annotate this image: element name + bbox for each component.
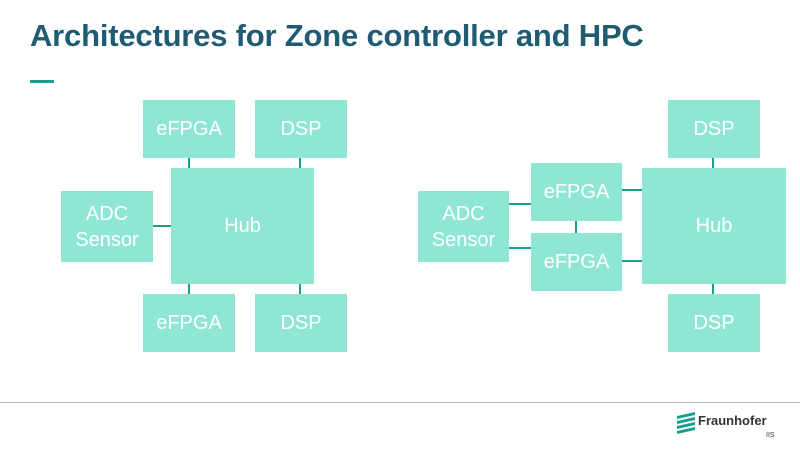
- connector-sensor-efpga-top: [509, 203, 531, 205]
- footer-divider: [0, 402, 800, 403]
- slide-title: Architectures for Zone controller and HP…: [30, 18, 644, 53]
- efpga-block-bottom-label: eFPGA: [156, 312, 222, 334]
- connector-efpga-hub: [188, 158, 190, 168]
- efpga-block-upper-label: eFPGA: [543, 181, 610, 203]
- connector-sensor-hub: [153, 225, 171, 227]
- efpga-block-upper: eFPGA: [531, 163, 622, 221]
- dsp-block-top-label: DSP: [280, 118, 322, 140]
- connector-dsp-hub-right: [712, 158, 714, 168]
- institute-abbrev: IIS: [766, 432, 775, 439]
- dsp-block-top-right: DSP: [668, 100, 760, 158]
- dsp-block-bottom: DSP: [255, 294, 347, 352]
- connector-dsp-hub: [299, 158, 301, 168]
- efpga-block-top-label: eFPGA: [156, 118, 222, 140]
- efpga-block-top: eFPGA: [143, 100, 235, 158]
- title-accent-bar: [30, 80, 54, 83]
- dsp-block-bottom-right-label: DSP: [693, 312, 735, 334]
- efpga-block-lower: eFPGA: [531, 233, 622, 291]
- dsp-block-bottom-right: DSP: [668, 294, 760, 352]
- hub-block: Hub: [171, 168, 314, 284]
- connector-efpga-bottom-hub: [622, 260, 642, 262]
- connector-hub-efpga-bottom: [188, 284, 190, 294]
- fraunhofer-wordmark: Fraunhofer: [698, 413, 767, 428]
- dsp-block-top-right-label: DSP: [693, 118, 735, 140]
- dsp-block-bottom-label: DSP: [280, 312, 322, 334]
- hub-label: Hub: [224, 215, 261, 237]
- fraunhofer-logo-icon: [677, 412, 695, 434]
- connector-hub-dsp-right: [712, 284, 714, 294]
- connector-sensor-efpga-bottom: [509, 247, 531, 249]
- efpga-block-bottom: eFPGA: [143, 294, 235, 352]
- dsp-block-top: DSP: [255, 100, 347, 158]
- hub-block-right: Hub: [642, 168, 786, 284]
- connector-efpga-efpga: [575, 221, 577, 233]
- connector-efpga-top-hub: [622, 189, 642, 191]
- hub-right-label: Hub: [695, 215, 733, 237]
- connector-hub-dsp-bottom: [299, 284, 301, 294]
- efpga-block-lower-label: eFPGA: [543, 251, 610, 273]
